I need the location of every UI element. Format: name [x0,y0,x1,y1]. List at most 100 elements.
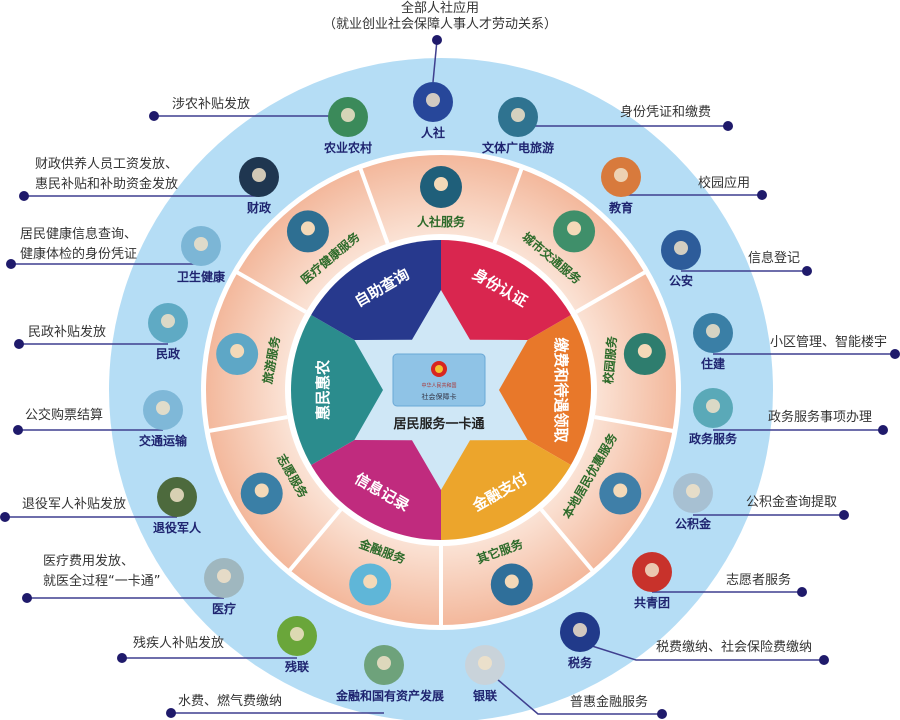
department-description: 残疾人补贴发放 [133,635,224,651]
department-item[interactable]: 医疗费用发放、就医全过程“一卡通” 医疗 [22,553,244,616]
top-annotation: 全部人社应用 （就业创业社会保障人事人才劳动关系） [323,0,557,32]
department-label: 财政 [246,200,272,215]
icon-glyph [377,656,391,670]
icon-glyph [686,484,700,498]
department-description: 校园应用 [698,175,750,191]
top-title: 全部人社应用 [401,0,479,16]
connector-dot [723,121,733,131]
department-item[interactable]: 普惠金融服务 银联 [465,645,667,719]
department-description: 财政供养人员工资发放、 [35,156,178,172]
connector-dot [19,191,29,201]
service-label: 校园服务 [600,335,619,385]
department-description: 政务服务事项办理 [768,409,872,425]
connector-line [432,39,438,83]
star-label: 缴费和待遇领取 [552,337,570,443]
connector-dot [117,653,127,663]
connector-dot [432,35,442,45]
icon-glyph [254,483,269,498]
department-item[interactable]: 水费、燃气费缴纳 金融和国有资产发展 [166,645,444,718]
icon-glyph [706,399,720,413]
department-item[interactable]: 人社 [413,35,453,140]
icon-glyph [341,108,355,122]
department-description: 志愿者服务 [726,572,791,588]
department-label: 农业农村 [323,140,372,155]
service-divider [594,415,674,433]
icon-glyph [645,563,659,577]
department-label: 文体广电旅游 [482,140,554,155]
department-description: 医疗费用发放、 [43,553,134,569]
department-label: 公积金 [675,516,712,531]
icon-glyph [252,168,266,182]
service-divider [235,270,307,314]
department-label: 卫生健康 [177,269,226,284]
icon-glyph [504,574,519,589]
icon-glyph [706,324,720,338]
department-label: 交通运输 [139,433,188,448]
connector-dot [797,587,807,597]
department-description: 健康体检的身份凭证 [20,246,137,262]
department-description: 税费缴纳、社会保险费缴纳 [656,639,812,655]
service-item[interactable]: 校园服务 [600,333,666,385]
service-item[interactable]: 人社服务 [417,166,466,229]
department-label: 医疗 [212,601,236,616]
connector-dot [0,512,10,522]
department-label: 共青团 [634,595,670,610]
department-label: 住建 [701,356,726,371]
department-description: 公积金查询提取 [746,494,837,510]
connector-dot [13,425,23,435]
department-label: 残联 [285,659,309,674]
service-divider [492,167,524,245]
icon-glyph [573,623,587,637]
icon-glyph [674,241,688,255]
department-label: 政务服务 [689,431,738,446]
connector-line [496,678,662,715]
icon-glyph [614,168,628,182]
icon-glyph [156,401,170,415]
icon-glyph [511,108,525,122]
department-description: 水费、燃气费缴纳 [178,693,282,709]
department-description: 普惠金融服务 [570,694,648,710]
top-subtitle: （就业创业社会保障人事人才劳动关系） [323,16,557,32]
center-title: 居民服务一卡通 [393,416,484,432]
service-divider [539,508,595,573]
service-divider [208,415,288,433]
service-divider [575,270,647,314]
department-label: 人社 [421,125,445,140]
connector-dot [802,266,812,276]
department-label: 金融和国有资产发展 [335,688,444,703]
card-name-text: 社会保障卡 [422,392,457,401]
department-description: 信息登记 [748,250,800,266]
star-label: 惠民惠农 [314,360,332,420]
connector-dot [14,339,24,349]
connector-line [591,645,824,661]
department-description: 就医全过程“一卡通” [43,573,160,589]
icon-glyph [290,627,304,641]
icon-glyph [567,221,582,236]
department-description: 身份凭证和缴费 [620,104,711,120]
department-label: 银联 [473,688,497,703]
connector-dot [149,111,159,121]
icon-glyph [161,314,175,328]
department-label: 税务 [568,655,593,670]
icon-glyph [478,656,492,670]
department-description: 公交购票结算 [25,407,103,423]
icon-glyph [637,344,652,359]
department-label: 公安 [669,273,693,288]
department-description: 民政补贴发放 [28,324,106,340]
